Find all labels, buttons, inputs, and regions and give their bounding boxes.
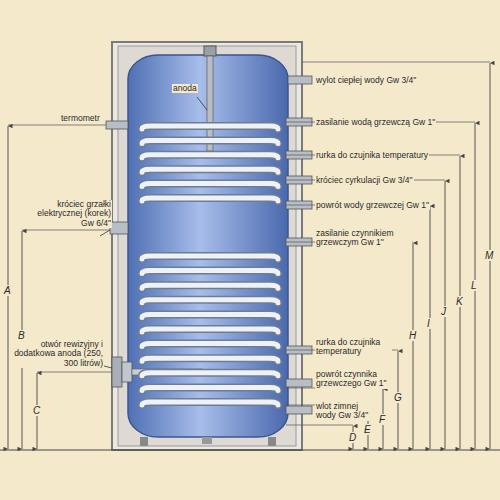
drain-socket (202, 437, 212, 444)
coil-tube-face (142, 140, 278, 143)
anode-leader (197, 97, 207, 110)
coil-tube (142, 358, 278, 361)
coil-tube (142, 140, 278, 143)
part-label: wlot zimnej wody Gw 3/4" (315, 402, 379, 421)
base-line (0, 450, 500, 451)
tank (128, 55, 288, 437)
coil-tube-face (142, 358, 278, 361)
part-label: powrót czynnika grzewczego Gw 1" (315, 370, 397, 389)
part-label: króciec cyrkulacji Gw 3/4" (315, 176, 414, 185)
coil-tube-face (142, 285, 278, 288)
dimension-letter: D (348, 432, 357, 443)
insulation (118, 46, 296, 446)
coil-tube-face (142, 271, 278, 274)
coil-tube (142, 169, 278, 172)
pipe-socket (286, 379, 312, 387)
reference-line (37, 372, 112, 373)
dimension-letter: K (455, 296, 464, 307)
coil-tube-face (142, 402, 278, 405)
coil-tube (142, 126, 278, 129)
coil-tube (142, 256, 278, 259)
dimension-letter: L (470, 280, 478, 291)
part-label: termometr (60, 114, 101, 123)
thermometer-socket (106, 121, 128, 129)
part-label: rurka do czujnika temperatury (315, 151, 429, 160)
coil-tube-face (142, 344, 278, 347)
heater-plug (110, 222, 128, 234)
coil-tube-face (142, 169, 278, 172)
coil-tube-face (142, 314, 278, 317)
coil-tube-face (142, 373, 278, 376)
dimension-letter: J (440, 306, 447, 317)
part-label: zasilanie wodą grzewczą Gw 1" (315, 118, 436, 127)
part-label: rurka do czujnika temperatury (315, 338, 392, 357)
coil-tube (142, 285, 278, 288)
coil-tube-face (142, 329, 278, 332)
coil-tube (142, 198, 278, 201)
coil-tube (142, 184, 278, 187)
coil-tube (142, 402, 278, 405)
dimension-letter: E (363, 424, 372, 435)
dimension-line (413, 243, 414, 449)
coil-tube (142, 373, 278, 376)
coil-tube-face (142, 184, 278, 187)
reference-line (302, 62, 490, 63)
dimension-letter: G (393, 392, 403, 403)
housing (112, 42, 302, 450)
tank-leg (268, 437, 276, 446)
leader-line (100, 230, 110, 236)
hot-outlet-pipe (288, 76, 312, 84)
part-label: zasilanie czynnikiem grzewczym Gw 1" (315, 229, 412, 248)
coil-tube (142, 155, 278, 158)
coil-tube (142, 271, 278, 274)
part-label: powrót wody grzewczej Gw 1" (315, 201, 430, 210)
coil-tube-face (142, 155, 278, 158)
dimension-letter: H (408, 330, 417, 341)
dimension-letter: M (484, 250, 494, 261)
coil-tube-face (142, 126, 278, 129)
dimension-letter: A (3, 285, 12, 296)
part-label: wylot ciepłej wody Gw 3/4" (315, 76, 417, 85)
part-label: anoda (172, 84, 198, 93)
dimension-letter: F (378, 414, 386, 425)
coil-tube (142, 387, 278, 390)
tank-leg (140, 437, 148, 446)
coil-tube (142, 314, 278, 317)
inspection-flange (112, 357, 122, 387)
inspection-cover (122, 362, 132, 382)
coil-tube (142, 300, 278, 303)
coil-tube-face (142, 300, 278, 303)
reference-line (22, 230, 110, 231)
coil-tube-face (142, 198, 278, 201)
dimension-letter: C (32, 405, 41, 416)
part-label: króciec grzałki elektrycznej (korek) Gw … (36, 200, 112, 228)
coil-tube-face (142, 256, 278, 259)
pipe-socket (286, 406, 312, 414)
dimension-letter: I (426, 318, 431, 329)
dimension-letter: B (17, 330, 26, 341)
coil-tube-face (142, 387, 278, 390)
anode-head (204, 46, 216, 56)
reference-line (8, 125, 106, 126)
reference-line (286, 425, 353, 426)
coil-tube (142, 329, 278, 332)
coil-tube (142, 344, 278, 347)
part-label: otwór rewizyjny i dodatkowa anoda (250, … (10, 340, 104, 368)
